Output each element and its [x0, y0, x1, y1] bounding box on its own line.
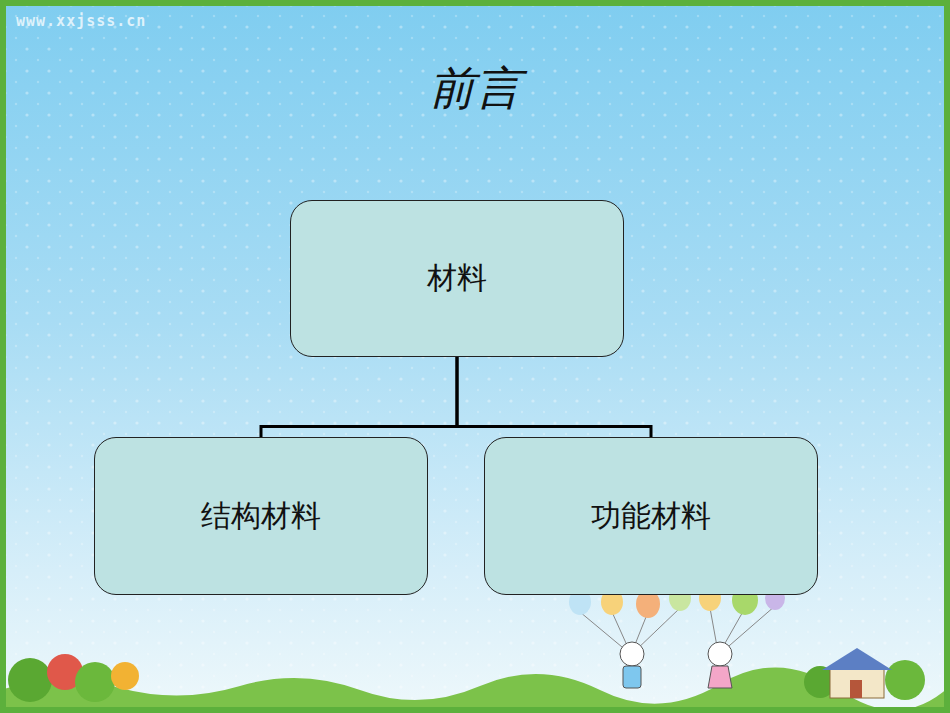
balloon-kids	[569, 585, 785, 688]
tree-connector	[457, 357, 651, 437]
bushes	[8, 654, 925, 702]
slide-title: 前言	[0, 58, 950, 120]
box-label: 功能材料	[579, 496, 723, 537]
tree-connector	[261, 357, 457, 437]
box-label: 材料	[415, 258, 499, 299]
box-label: 结构材料	[189, 496, 333, 537]
category-box: 结构材料	[94, 437, 428, 595]
house	[822, 648, 892, 698]
category-box: 材料	[290, 200, 624, 357]
watermark: www.xxjsss.cn	[16, 12, 146, 30]
category-box: 功能材料	[484, 437, 818, 595]
